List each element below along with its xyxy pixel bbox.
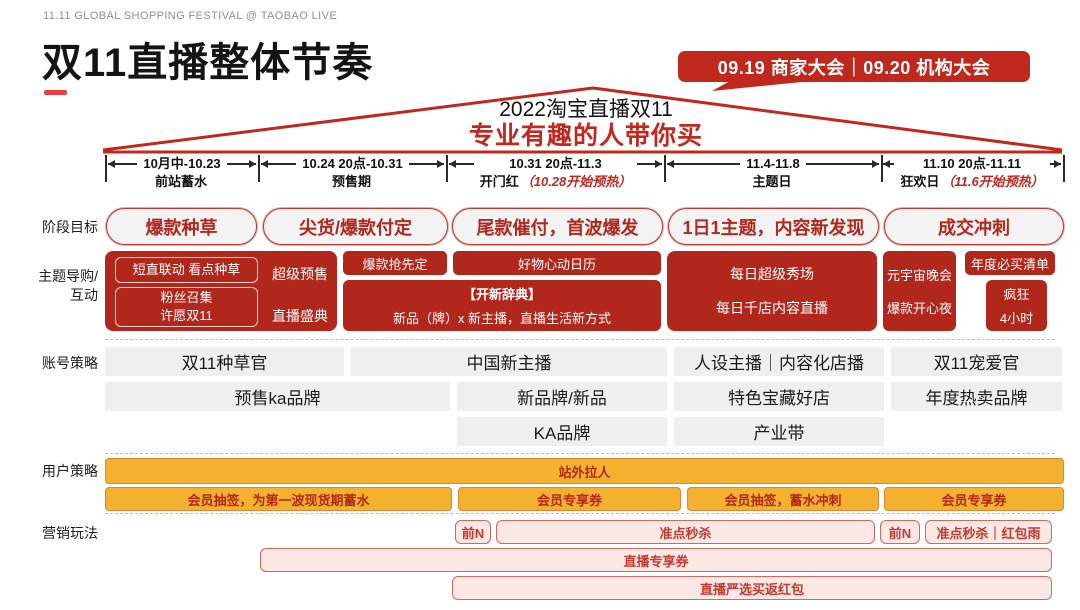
account-box: 人设主播｜内容化店播 xyxy=(674,347,884,376)
marketing-box: 前N xyxy=(455,520,491,544)
timeline-phase-2: 10.24 20点-10.31 预售期 xyxy=(261,155,445,193)
arrow-left-icon xyxy=(883,160,895,168)
title-underline xyxy=(44,90,67,95)
stage-goal-pill: 爆款种草 xyxy=(106,208,257,245)
account-box: 年度热卖品牌 xyxy=(891,382,1062,411)
row-label-theme: 主题导购/ 互动 xyxy=(38,268,98,303)
user-bar: 站外拉人 xyxy=(105,458,1064,484)
row-label-stage-goals: 阶段目标 xyxy=(42,219,98,235)
marketing-box: 准点秒杀｜红包雨 xyxy=(925,520,1052,544)
arrow-left-icon xyxy=(108,160,138,168)
theme-side-text: 直播盛典 xyxy=(272,308,328,324)
dashed-divider xyxy=(105,513,1055,514)
row-label-user: 用户策略 xyxy=(42,463,98,479)
theme-box-dictionary: 【开新辞典】 新品（牌）x 新主播，直播生活新方式 xyxy=(343,280,661,331)
stage-goal-pill: 成交冲刺 xyxy=(884,208,1064,245)
account-box: 双11宠爱官 xyxy=(891,347,1062,376)
user-box: 会员专享券 xyxy=(458,487,681,511)
arrow-left-icon xyxy=(261,160,297,168)
marketing-bar: 直播严选买返红包 xyxy=(452,576,1052,600)
badge-tail xyxy=(712,80,822,91)
banner-line1: 2022淘宝直播双11 xyxy=(499,98,673,121)
roof-outline xyxy=(102,86,1063,154)
stage-goal-pill: 1日1主题，内容新发现 xyxy=(668,208,879,245)
marketing-box: 前N xyxy=(880,520,920,544)
theme-box-crazy: 疯狂 4小时 xyxy=(986,280,1047,331)
user-box: 会员专享券 xyxy=(884,487,1064,511)
eyebrow-text: 11.11 GLOBAL SHOPPING FESTIVAL @ TAOBAO … xyxy=(43,10,338,22)
theme-box-gala: 元宇宙晚会 爆款开心夜 xyxy=(883,251,956,331)
arrow-right-icon xyxy=(1049,160,1062,168)
theme-box-grab: 爆款抢先定 xyxy=(343,251,447,275)
stage-goal-pill: 尾款催付，首波爆发 xyxy=(452,208,663,245)
row-label-marketing: 营销玩法 xyxy=(42,525,98,541)
user-box: 会员抽签，蓄水冲刺 xyxy=(687,487,879,511)
arrow-left-icon xyxy=(667,160,741,168)
timeline-tick xyxy=(664,155,666,182)
phase-dates: 10.24 20点-10.31 xyxy=(302,156,403,171)
phase-name: 主题日 xyxy=(752,173,792,189)
timeline-phase-3: 10.31 20点-11.3 开门红（10.28开始预热） xyxy=(449,155,662,193)
phase-name: 狂欢日 xyxy=(900,173,940,189)
account-box: 产业带 xyxy=(674,417,884,446)
marketing-bar: 直播专享券 xyxy=(260,548,1052,572)
account-box: 新品牌/新品 xyxy=(457,382,667,411)
theme-side-text: 超级预售 xyxy=(272,266,328,282)
account-box: 中国新主播 xyxy=(351,347,667,376)
phase-name: 前站蓄水 xyxy=(155,173,208,189)
presale-theme-box xyxy=(105,251,337,331)
theme-box-calendar: 好物心动日历 xyxy=(453,251,661,275)
timeline-phase-1: 10月中-10.23 前站蓄水 xyxy=(108,155,257,193)
account-box: 预售ka品牌 xyxy=(105,382,450,411)
account-box: KA品牌 xyxy=(457,417,667,446)
marketing-box: 准点秒杀 xyxy=(496,520,875,544)
stage-goal-pill: 尖货/爆款付定 xyxy=(263,208,448,245)
row-label-account: 账号策略 xyxy=(42,355,98,371)
timeline-tick xyxy=(881,155,883,182)
arrow-left-icon xyxy=(449,160,474,168)
theme-box-daily: 每日超级秀场 每日千店内容直播 xyxy=(667,251,877,331)
banner-line2: 专业有趣的人带你买 xyxy=(468,122,703,150)
event-badge: 09.19 商家大会｜09.20 机构大会 xyxy=(678,51,1030,82)
dashed-divider xyxy=(105,339,1055,340)
arrow-right-icon xyxy=(637,160,662,168)
phase-dates: 11.4-11.8 xyxy=(746,156,800,171)
arrow-right-icon xyxy=(805,160,880,168)
timeline-tick xyxy=(105,155,107,182)
phase-name: 开门红 xyxy=(479,173,519,189)
arrow-right-icon xyxy=(408,160,445,168)
timeline-tick xyxy=(446,155,448,182)
account-box: 特色宝藏好店 xyxy=(674,382,884,411)
phase-dates: 10.31 20点-11.3 xyxy=(509,156,602,171)
phase-dates: 10月中-10.23 xyxy=(143,156,221,171)
dashed-divider xyxy=(105,453,1055,454)
theme-inner-box: 短直联动 看点种草 xyxy=(115,257,258,283)
phase-name: 预售期 xyxy=(331,173,371,189)
theme-box-must-buy: 年度必买清单 xyxy=(965,251,1055,275)
phase-dates: 11.10 20点-11.11 xyxy=(922,156,1022,171)
timeline-phase-5: 11.10 20点-11.11 狂欢日（11.6开始预热） xyxy=(883,155,1062,193)
page-title: 双11直播整体节奏 xyxy=(42,41,374,85)
timeline-tick xyxy=(258,155,260,182)
account-box: 双11种草官 xyxy=(105,347,344,376)
phase-note: （11.6开始预热） xyxy=(941,173,1044,189)
timeline-phase-4: 11.4-11.8 主题日 xyxy=(667,155,880,193)
arrow-right-icon xyxy=(226,160,257,168)
theme-inner-box: 粉丝召集 许愿双11 xyxy=(115,287,258,327)
phase-note: （10.28开始预热） xyxy=(520,173,632,189)
timeline-tick xyxy=(1063,155,1065,182)
user-box: 会员抽签，为第一波现货期蓄水 xyxy=(105,487,452,511)
